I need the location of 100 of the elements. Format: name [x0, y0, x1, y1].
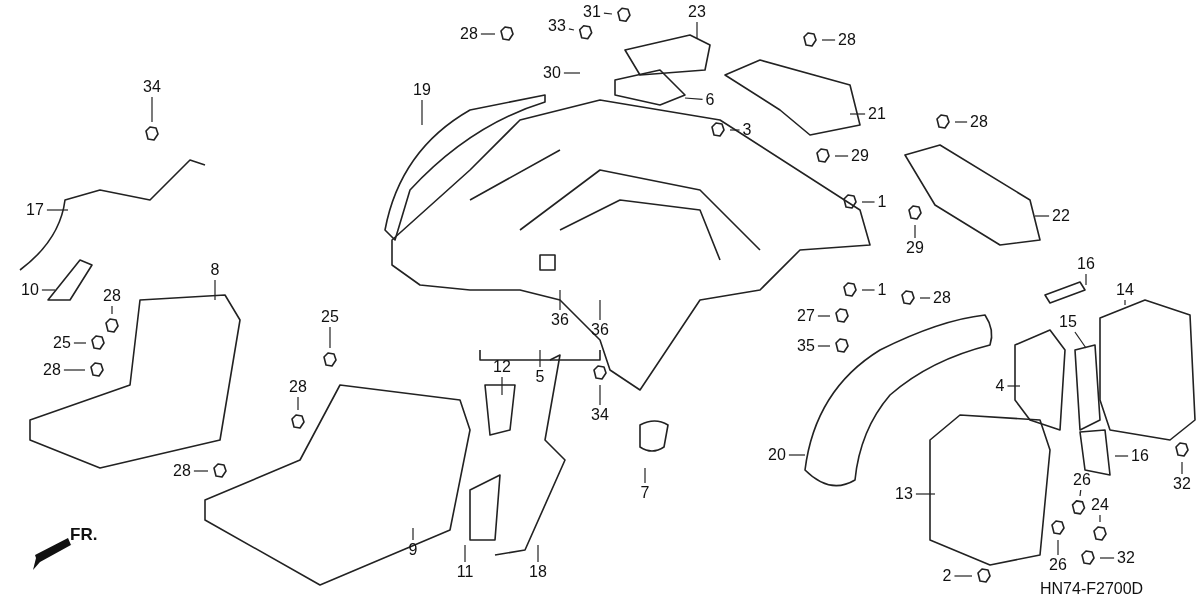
leader-line [214, 279, 216, 301]
leader-line [193, 470, 209, 472]
callout-number: 4 [994, 377, 1006, 395]
callout-number: 34 [142, 78, 162, 96]
leader-line [834, 155, 849, 157]
callout-number: 22 [1051, 207, 1071, 225]
leader-line [559, 289, 561, 311]
callout-number: 16 [1076, 255, 1096, 273]
leader-line [501, 376, 503, 396]
leader-line [603, 12, 613, 15]
leader-line [1057, 539, 1059, 556]
callout-number: 32 [1116, 549, 1136, 567]
callout-number: 1 [876, 193, 888, 211]
leader-line [1085, 273, 1087, 286]
leader-line [954, 121, 968, 123]
leader-line [696, 21, 698, 39]
leader-line [817, 345, 831, 347]
callout-number: 2 [941, 567, 953, 585]
leader-line [563, 72, 581, 74]
leader-line [1124, 299, 1126, 306]
callout-number: 28 [459, 25, 479, 43]
callout-number: 5 [534, 368, 546, 386]
leader-line [861, 201, 876, 203]
callout-number: 12 [492, 358, 512, 376]
callout-number: 27 [796, 307, 816, 325]
leader-line [817, 315, 831, 317]
callout-number: 8 [209, 261, 221, 279]
leader-line [41, 289, 56, 291]
leader-line [788, 454, 806, 456]
callout-number: 23 [687, 3, 707, 21]
leader-line [1079, 489, 1082, 497]
leader-line [151, 96, 153, 123]
leader-line [329, 326, 331, 349]
leader-line [1074, 331, 1087, 349]
leader-line [46, 209, 69, 211]
leader-line [861, 289, 876, 291]
callout-number: 16 [1130, 447, 1150, 465]
leader-line [568, 28, 575, 31]
callout-number: 20 [767, 446, 787, 464]
callout-number: 29 [905, 239, 925, 257]
leader-line [919, 297, 931, 299]
leader-line [1006, 385, 1021, 387]
callout-number: 32 [1172, 475, 1192, 493]
leader-line [539, 349, 541, 368]
leader-line [953, 575, 973, 577]
callout-number: 10 [20, 281, 40, 299]
leader-line [849, 113, 866, 115]
leader-line [1034, 215, 1050, 217]
callout-number: 9 [407, 541, 419, 559]
direction-label: FR. [70, 525, 98, 545]
callout-number: 17 [25, 201, 45, 219]
leader-line [480, 33, 496, 35]
callout-number: 28 [42, 361, 62, 379]
callout-number: 14 [1115, 281, 1135, 299]
callout-number: 25 [320, 308, 340, 326]
callout-number: 28 [102, 287, 122, 305]
callout-number: 28 [969, 113, 989, 131]
callout-number: 26 [1072, 471, 1092, 489]
callout-number: 18 [528, 563, 548, 581]
leader-line [821, 39, 836, 41]
leader-line [412, 527, 414, 541]
callout-number: 29 [850, 147, 870, 165]
callout-number: 31 [582, 3, 602, 21]
callout-number: 1 [876, 281, 888, 299]
leader-line [915, 493, 936, 495]
leader-line [684, 97, 704, 100]
callout-number: 35 [796, 337, 816, 355]
leader-line [599, 384, 601, 406]
callout-number: 36 [550, 311, 570, 329]
leader-line [111, 305, 113, 315]
callout-number: 34 [590, 406, 610, 424]
leader-line [729, 129, 741, 131]
leader-line [297, 396, 299, 411]
leader-line [73, 342, 87, 344]
leader-line [599, 299, 601, 321]
callout-number: 26 [1048, 556, 1068, 574]
leader-line [63, 369, 86, 371]
callout-number: 24 [1090, 496, 1110, 514]
callout-number: 21 [867, 105, 887, 123]
callout-number: 11 [455, 563, 475, 581]
callout-number: 19 [412, 81, 432, 99]
callout-number: 13 [894, 485, 914, 503]
leader-line [1099, 514, 1101, 523]
callout-number: 33 [547, 17, 567, 35]
leader-line [914, 224, 916, 239]
leader-line [421, 99, 423, 126]
callout-number: 3 [741, 121, 753, 139]
leader-line [1114, 455, 1129, 457]
leader-line [1099, 557, 1115, 559]
callout-number: 7 [639, 484, 651, 502]
leader-line [644, 467, 646, 484]
leader-line [537, 544, 539, 563]
callout-number: 15 [1058, 313, 1078, 331]
leader-line [464, 544, 466, 563]
drawing-code: HN74-F2700D [1040, 580, 1144, 598]
callout-number: 28 [288, 378, 308, 396]
callout-number: 30 [542, 64, 562, 82]
leader-line [1181, 461, 1183, 475]
callout-number: 28 [932, 289, 952, 307]
callout-number: 25 [52, 334, 72, 352]
